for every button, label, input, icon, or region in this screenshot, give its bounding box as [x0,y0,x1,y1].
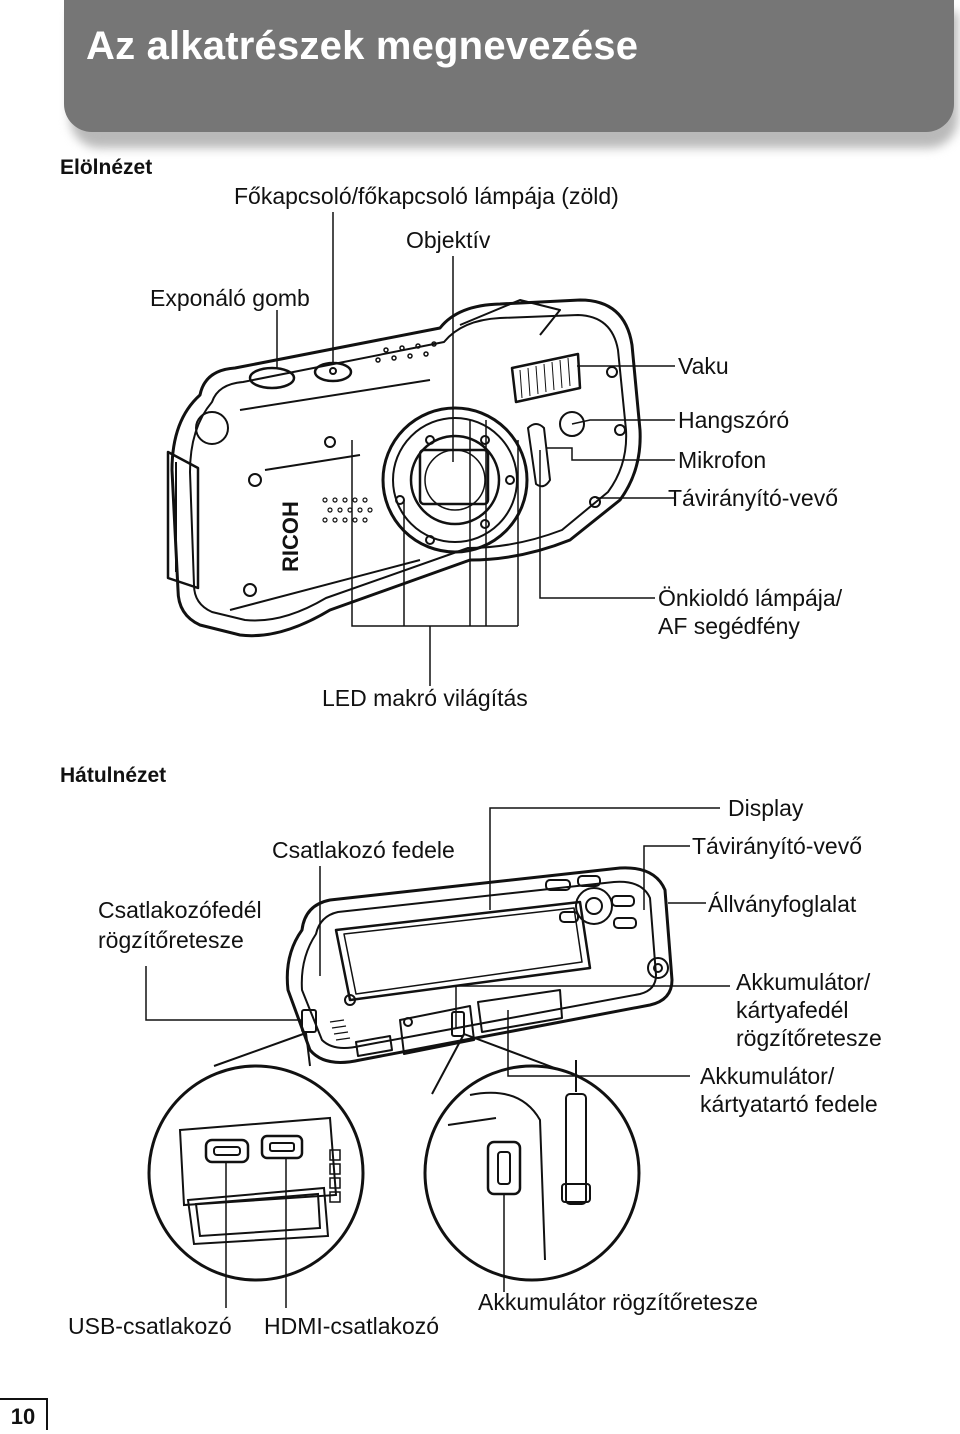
label-remote-receiver-front: Távirányító-vevő [668,485,839,511]
label-lens: Objektív [406,227,491,253]
back-leader-lines [145,807,730,1077]
page-header [64,0,954,132]
label-battery-lock-line2: kártyafedél [736,997,849,1023]
label-led-macro: LED makró világítás [322,685,528,711]
label-power-switch: Főkapcsoló/főkapcsoló lámpája (zöld) [234,183,619,209]
back-camera-illustration [285,866,674,1064]
label-battery-lock-line1: Akkumulátor/ [736,969,871,995]
label-usb-terminal: USB-csatlakozó [68,1313,232,1339]
label-remote-receiver-back: Távirányító-vevő [692,833,863,859]
zoom-terminal-illustration [147,1032,365,1308]
front-leader-lines [276,212,675,686]
label-speaker: Hangszóró [678,407,790,433]
label-terminal-lock-line2: rögzítőretesze [98,927,244,953]
front-view-heading: Elölnézet [60,156,153,179]
label-hdmi-terminal: HDMI-csatlakozó [264,1313,440,1339]
svg-text:RICOH: RICOH [278,501,303,572]
label-af-assist: AF segédfény [658,613,800,639]
label-shutter-button: Exponáló gomb [150,285,310,311]
label-flash: Vaku [678,353,729,379]
page-number: 10 [0,1398,48,1430]
label-terminal-lock-line1: Csatlakozófedél [98,897,262,923]
label-battery-cover-line2: kártyatartó fedele [700,1091,878,1117]
label-tripod-socket: Állványfoglalat [708,891,857,917]
label-selftimer-lamp: Önkioldó lámpája/ [658,585,843,611]
label-battery-lock-line3: rögzítőretesze [736,1025,882,1051]
label-display: Display [728,795,804,821]
label-terminal-cover: Csatlakozó fedele [272,837,455,863]
back-view-heading: Hátulnézet [60,764,167,787]
label-battery-cover-line1: Akkumulátor/ [700,1063,835,1089]
page-title: Az alkatrészek megnevezése [86,24,639,68]
front-camera-illustration: RICOH [166,298,642,638]
label-microphone: Mikrofon [678,447,767,473]
zoom-battery-illustration [423,1033,641,1292]
label-battery-latch: Akkumulátor rögzítőretesze [478,1289,758,1315]
